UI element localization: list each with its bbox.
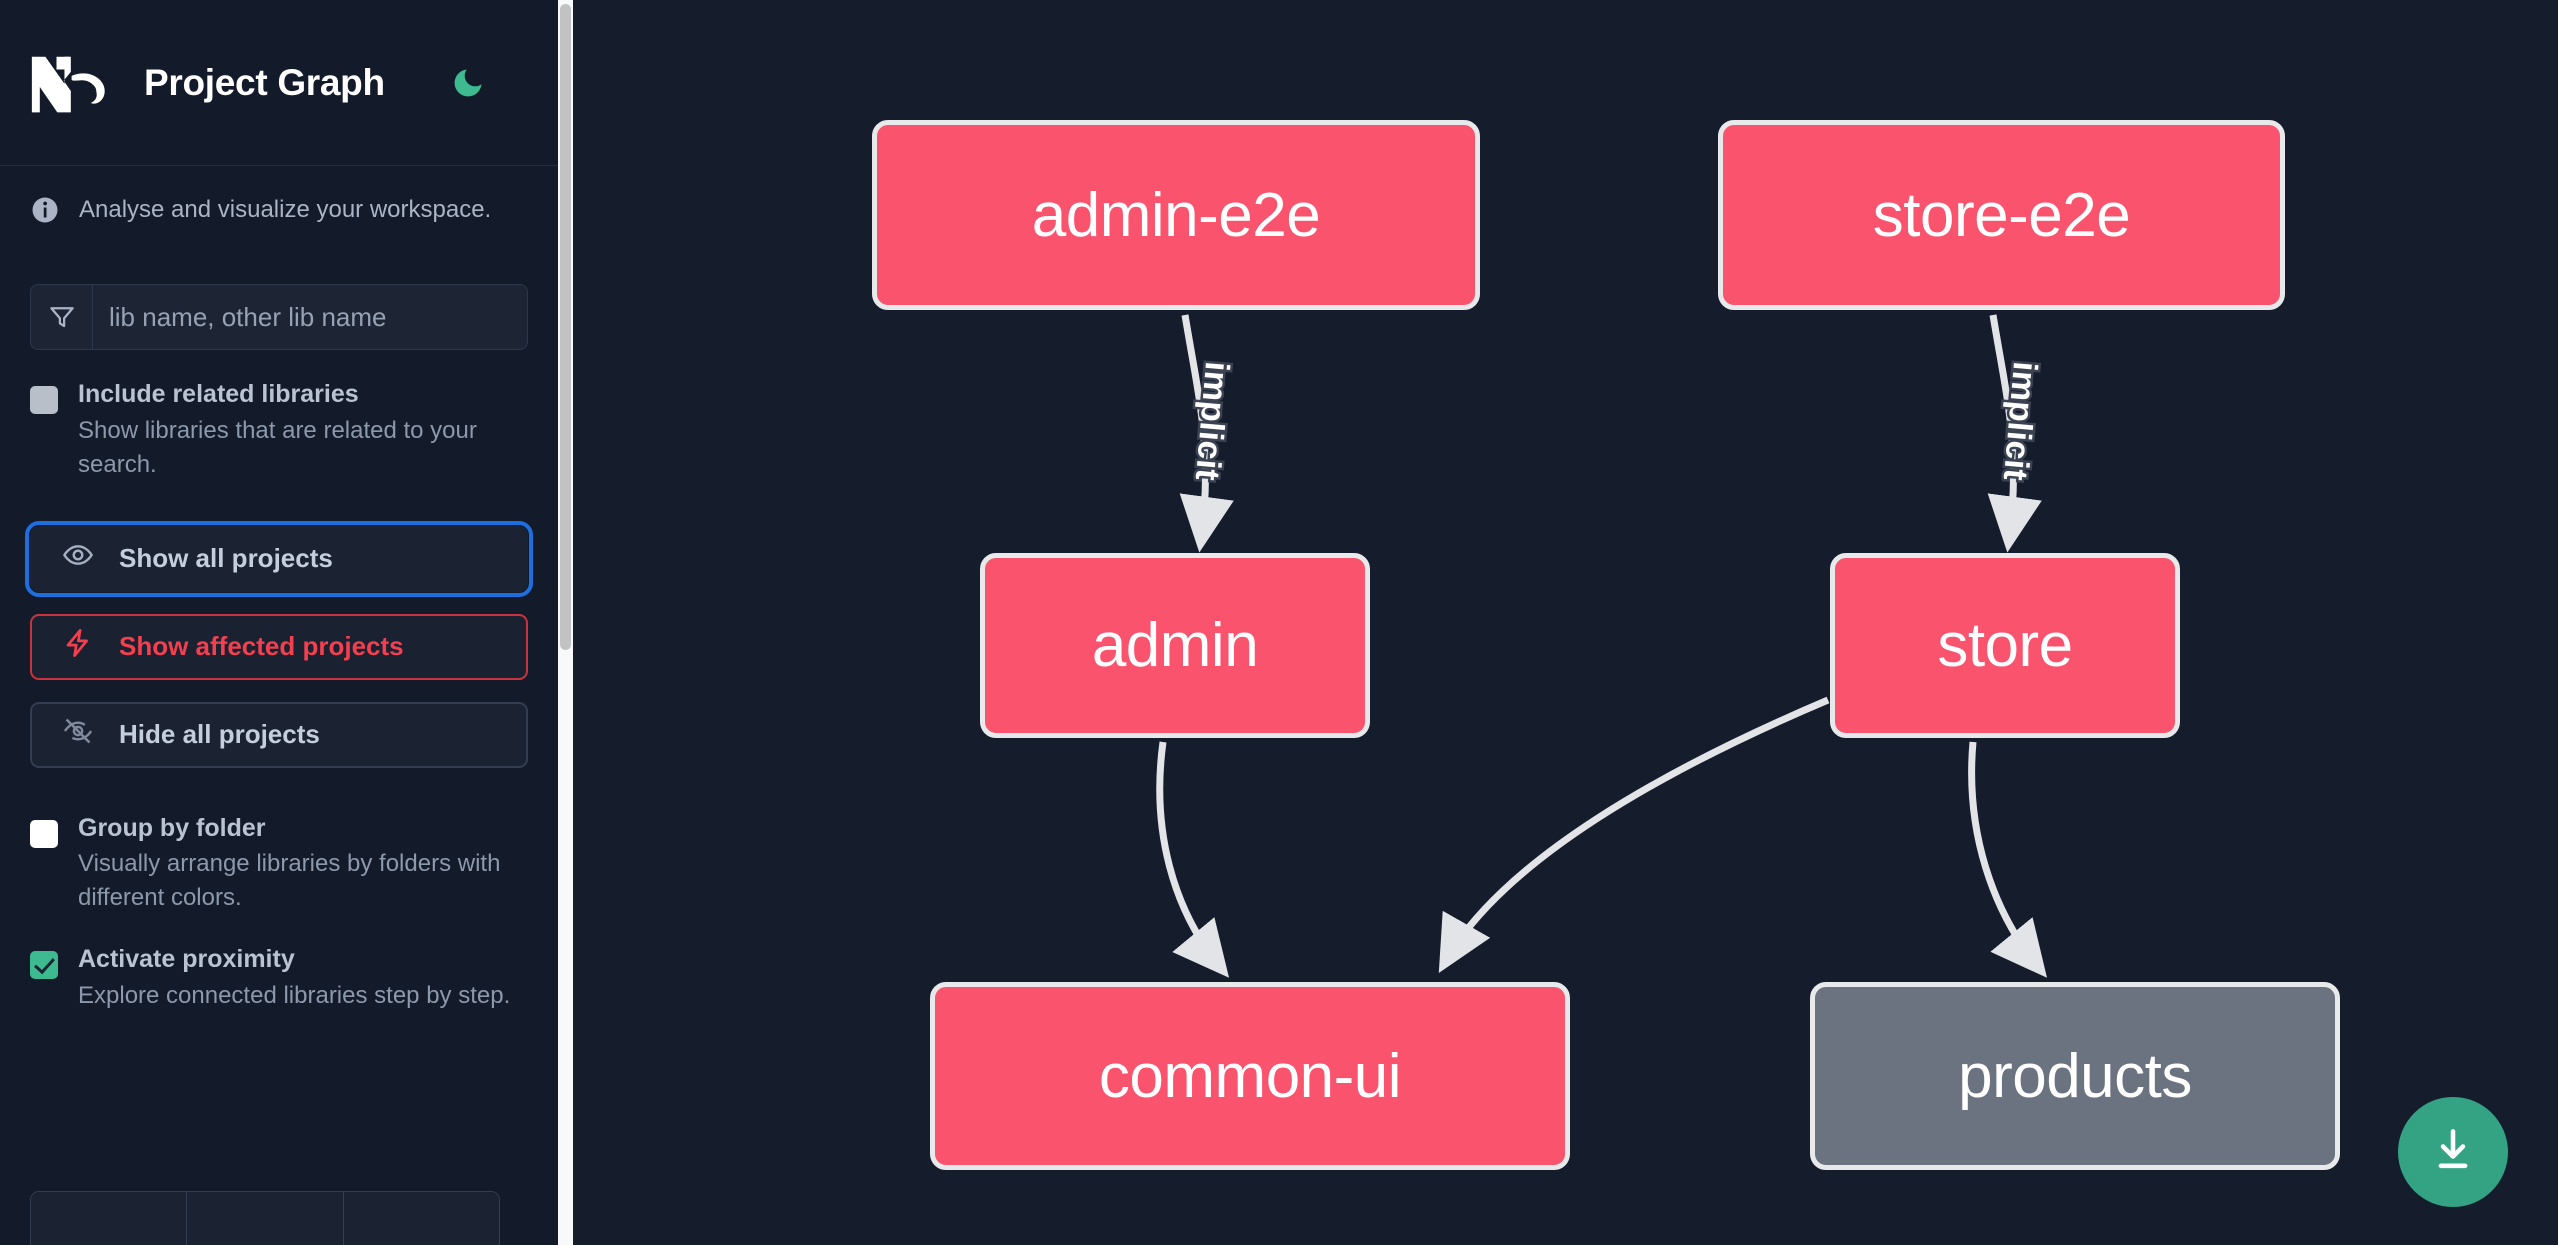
lightning-icon [62,627,94,666]
node-label: store [1937,611,2073,680]
graph-edges: implicit implicit [1156,314,2047,978]
project-graph-canvas[interactable]: implicit implicit admin-e2e store-e2e ad… [573,0,2558,1245]
node-label: products [1958,1041,2192,1111]
checkbox-include-related-libraries[interactable] [30,386,58,414]
option-description: Explore connected libraries step by step… [78,981,511,1009]
search-input[interactable] [93,285,527,349]
checkbox-group-by-folder[interactable] [30,819,58,848]
option-include-related-libraries[interactable]: Include related libraries Show libraries… [0,380,558,482]
proximity-step-segmented-control[interactable] [30,1191,500,1245]
moon-icon[interactable] [447,62,489,104]
segment-increase[interactable] [343,1192,499,1245]
node-label: store-e2e [1872,180,2131,250]
download-button[interactable] [2398,1097,2508,1207]
sidebar: Project Graph Analyse and visualize your… [0,0,558,1245]
segment-value[interactable] [187,1192,344,1245]
sidebar-scrollbar-thumb[interactable] [560,4,571,650]
nx-logo [30,52,118,114]
graph-node-admin[interactable]: admin [980,553,1370,738]
search-bar[interactable] [30,284,528,350]
option-activate-proximity[interactable]: Activate proximity Explore connected lib… [0,945,558,1013]
option-group-by-folder[interactable]: Group by folder Visually arrange librari… [0,814,558,916]
download-icon [2427,1124,2479,1181]
graph-node-admin-e2e[interactable]: admin-e2e [872,120,1480,310]
info-icon [30,195,60,225]
show-all-projects-label: Show all projects [119,543,333,574]
sidebar-header: Project Graph [0,0,558,166]
option-description: Visually arrange libraries by folders wi… [78,850,501,912]
option-label: Activate proximity [78,945,295,974]
graph-node-products[interactable]: products [1810,982,2340,1170]
show-all-projects-button[interactable]: Show all projects [25,520,533,597]
graph-node-store-e2e[interactable]: store-e2e [1718,120,2285,310]
graph-node-store[interactable]: store [1830,553,2180,738]
option-label: Group by folder [78,813,266,842]
eye-off-icon [62,715,94,754]
page-title: Project Graph [144,61,385,103]
graph-node-common-ui[interactable]: common-ui [930,982,1570,1170]
node-label: admin-e2e [1031,180,1321,250]
node-label: common-ui [1098,1041,1402,1111]
filter-funnel-icon [31,285,93,349]
option-description: Show libraries that are related to your … [78,416,477,478]
segment-decrease[interactable] [31,1192,188,1245]
checkbox-activate-proximity[interactable] [30,951,58,980]
eye-icon [62,539,94,578]
show-affected-projects-label: Show affected projects [119,631,404,662]
info-text: Analyse and visualize your workspace. [79,196,492,223]
option-label: Include related libraries [78,380,359,408]
show-affected-projects-button[interactable]: Show affected projects [30,613,528,680]
edge-label-implicit: implicit [1996,360,2044,482]
hide-all-projects-button[interactable]: Hide all projects [30,701,528,768]
node-label: admin [1091,611,1259,680]
visibility-button-group: Show all projects Show affected projects… [25,520,533,768]
info-banner: Analyse and visualize your workspace. [0,166,558,254]
hide-all-projects-label: Hide all projects [119,719,320,750]
